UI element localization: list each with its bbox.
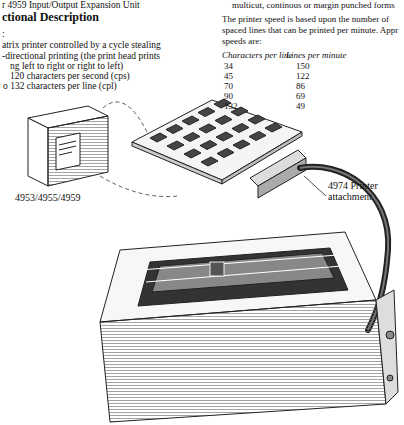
panel-line — [59, 152, 72, 155]
chip — [182, 116, 199, 125]
table-header: Lines per minute — [286, 50, 347, 61]
body-text: atrix printer controlled by a cycle stea… — [2, 40, 161, 51]
chip — [201, 157, 218, 166]
table-cell: 70 — [224, 81, 233, 92]
table-cell: 90 — [224, 91, 233, 102]
panel-line — [59, 141, 76, 145]
chip — [199, 124, 216, 133]
chip — [249, 132, 266, 141]
body-text: speeds are: — [222, 36, 262, 47]
table-cell: 132 — [224, 101, 238, 112]
body-text: o 132 characters per line (cpl) — [3, 81, 117, 92]
chip — [166, 125, 183, 134]
chip — [215, 116, 232, 125]
processor-unit: 4953/4955/4959 — [18, 100, 113, 192]
body-text: The printer speed is based upon the numb… — [222, 14, 389, 25]
section-heading: ctional Description — [2, 12, 99, 23]
platen — [152, 253, 334, 292]
node-label: 4953/4955/4959 — [15, 192, 81, 203]
chip — [233, 140, 250, 149]
body-text: -directional printing (the print head pr… — [2, 51, 160, 62]
table-header: Characters per line — [222, 50, 293, 61]
computer-front — [48, 116, 108, 186]
leader-line — [304, 176, 326, 196]
knob — [386, 331, 394, 339]
chip — [217, 149, 234, 158]
chip — [232, 124, 249, 133]
table-cell: 49 — [296, 101, 305, 112]
chip — [167, 141, 184, 150]
table-cell: 122 — [296, 71, 310, 82]
chip — [200, 141, 217, 150]
body-text: ng left to right or right to left) — [10, 61, 123, 72]
body-text: multicut, continous or margin punched fo… — [232, 0, 395, 11]
zoom-line — [100, 176, 178, 197]
printer-drawing — [100, 232, 398, 422]
chip — [150, 133, 167, 142]
circuit-card — [132, 99, 306, 198]
body-text: 120 characters per second (cps) — [10, 71, 130, 82]
table-cell: 69 — [296, 91, 305, 102]
computer-panel — [56, 133, 80, 170]
card-connector — [258, 158, 306, 198]
table-cell: 86 — [296, 81, 305, 92]
computer-side — [28, 118, 48, 186]
switch — [387, 375, 393, 381]
print-mechanism — [138, 248, 348, 306]
chip — [183, 133, 200, 142]
chip — [265, 123, 282, 132]
table-cell: 150 — [296, 61, 310, 72]
guide-rod — [146, 266, 342, 282]
attachment-card: 4974 Printer attachment — [128, 94, 310, 202]
body-text: spaced lines that can be printed per min… — [222, 25, 398, 36]
section-title: r 4959 Input/Output Expansion Unit — [2, 0, 140, 11]
printer-front — [100, 300, 386, 422]
panel-line — [59, 146, 76, 150]
node-label: 4974 Printer attachment — [328, 180, 400, 202]
table-cell: 34 — [224, 61, 233, 72]
chip — [198, 108, 215, 117]
body-text: : — [2, 29, 5, 40]
zoom-connector — [103, 102, 148, 134]
chip — [184, 149, 201, 158]
printer-side — [376, 290, 398, 404]
computer-drawing — [28, 106, 108, 186]
print-head — [210, 262, 224, 276]
guide-rod — [140, 255, 338, 270]
chip — [248, 115, 265, 124]
chip — [216, 132, 233, 141]
table-cell: 45 — [224, 71, 233, 82]
